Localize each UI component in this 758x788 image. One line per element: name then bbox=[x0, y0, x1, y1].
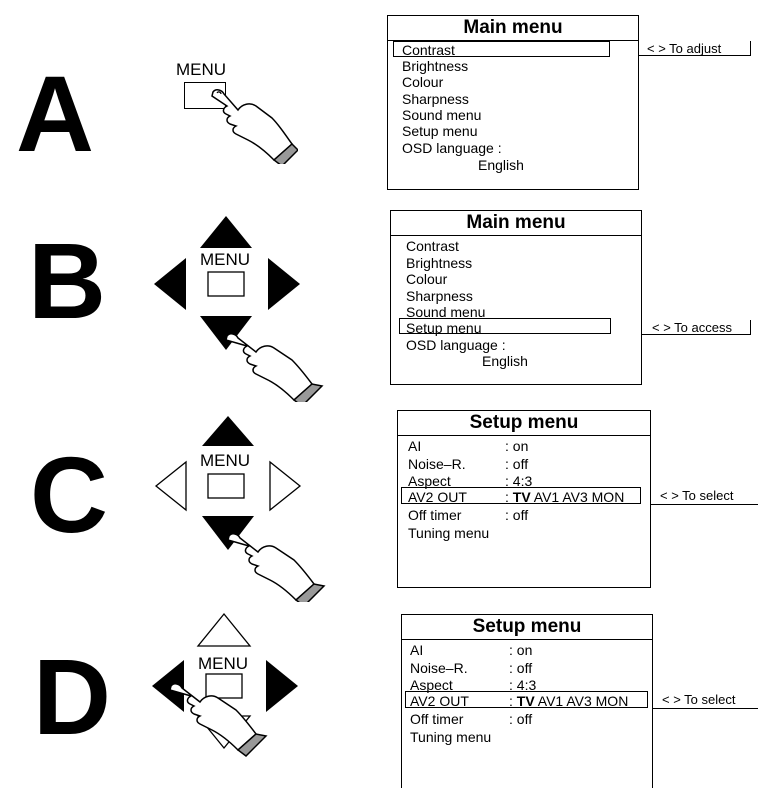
value-options: AV1 AV3 MON bbox=[533, 489, 625, 505]
arrow-up-icon bbox=[202, 416, 254, 446]
setup-item-ai[interactable]: AI bbox=[410, 642, 424, 658]
setup-value-off-timer: : off bbox=[505, 507, 529, 523]
osd-language-value: English bbox=[478, 157, 524, 173]
menu-button-label: MENU bbox=[198, 654, 249, 673]
arrow-right-icon bbox=[268, 258, 300, 310]
step-label-b: B bbox=[28, 220, 106, 341]
setup-item-tuning[interactable]: Tuning menu bbox=[408, 525, 490, 541]
menu-button bbox=[205, 673, 243, 699]
menu-item-sound[interactable]: Sound menu bbox=[402, 107, 482, 123]
menu-button-label: MENU bbox=[200, 451, 251, 470]
menu-button-label: MENU bbox=[176, 60, 227, 79]
selection-highlight bbox=[399, 318, 611, 334]
menu-item-contrast[interactable]: Contrast bbox=[402, 42, 455, 58]
setup-value-av2-out: : TV AV1 AV3 MON bbox=[509, 693, 628, 709]
arrow-left-icon bbox=[154, 258, 186, 310]
menu-item-setup[interactable]: Setup menu bbox=[402, 123, 478, 139]
dpad-b bbox=[154, 216, 300, 350]
pointing-hand-icon bbox=[169, 683, 268, 757]
hint-bracket bbox=[638, 41, 639, 55]
setup-value-noise: : off bbox=[505, 456, 529, 472]
arrow-right-icon bbox=[266, 660, 298, 712]
arrow-down-icon bbox=[202, 516, 254, 550]
value-colon: : bbox=[509, 693, 513, 709]
arrow-up-icon bbox=[196, 612, 252, 647]
hint-bracket bbox=[652, 692, 653, 708]
setup-item-off-timer[interactable]: Off timer bbox=[410, 711, 464, 727]
menu-item-contrast[interactable]: Contrast bbox=[406, 238, 459, 254]
menu-button bbox=[207, 271, 245, 297]
menu-button bbox=[207, 473, 245, 499]
setup-item-av2-out[interactable]: AV2 OUT bbox=[410, 693, 469, 709]
menu-item-colour[interactable]: Colour bbox=[406, 271, 448, 287]
setup-item-off-timer[interactable]: Off timer bbox=[408, 507, 462, 523]
step-label-c: C bbox=[30, 434, 108, 555]
pointing-hand-icon bbox=[227, 533, 326, 602]
step-label-a: A bbox=[16, 53, 94, 174]
osd-title: Setup menu bbox=[398, 411, 650, 436]
value-options: AV1 AV3 MON bbox=[537, 693, 629, 709]
setup-value-aspect: : 4:3 bbox=[509, 677, 537, 693]
selection-highlight bbox=[393, 41, 610, 57]
setup-item-aspect[interactable]: Aspect bbox=[408, 473, 451, 489]
setup-value-av2-out: : TV AV1 AV3 MON bbox=[505, 489, 624, 505]
menu-item-setup[interactable]: Setup menu bbox=[406, 320, 482, 336]
arrow-left-icon bbox=[152, 660, 184, 712]
dpad-c bbox=[154, 416, 302, 550]
arrow-left-icon bbox=[154, 460, 187, 512]
hint-to-access: < > To access bbox=[652, 320, 732, 335]
setup-menu-osd-d: Setup menu AI : on Noise–R. : off Aspect… bbox=[401, 614, 653, 788]
hint-to-select: < > To select bbox=[660, 488, 734, 503]
setup-value-noise: : off bbox=[509, 660, 533, 676]
value-selected: TV bbox=[516, 693, 535, 709]
hint-bracket bbox=[650, 488, 651, 504]
hint-bracket bbox=[638, 55, 751, 56]
setup-value-ai: : on bbox=[505, 438, 529, 454]
setup-value-off-timer: : off bbox=[509, 711, 533, 727]
osd-title: Setup menu bbox=[402, 615, 652, 640]
arrow-up-icon bbox=[200, 216, 252, 248]
arrow-down-icon bbox=[200, 316, 252, 350]
hint-to-select: < > To select bbox=[662, 692, 736, 707]
main-menu-osd-b: Main menu Contrast Brightness Colour Sha… bbox=[390, 210, 642, 385]
menu-item-colour[interactable]: Colour bbox=[402, 74, 444, 90]
menu-item-brightness[interactable]: Brightness bbox=[406, 255, 473, 271]
main-menu-osd-a: Main menu Contrast Brightness Colour Sha… bbox=[387, 15, 639, 190]
menu-item-sound[interactable]: Sound menu bbox=[406, 304, 486, 320]
menu-item-sharpness[interactable]: Sharpness bbox=[402, 91, 469, 107]
hint-bracket bbox=[650, 504, 758, 505]
pointing-hand-icon bbox=[211, 89, 298, 164]
setup-item-aspect[interactable]: Aspect bbox=[410, 677, 453, 693]
hint-bracket bbox=[652, 708, 758, 709]
step-label-d: D bbox=[33, 636, 111, 757]
osd-title: Main menu bbox=[388, 16, 638, 41]
hint-to-adjust: < > To adjust bbox=[647, 41, 722, 56]
menu-button-label: MENU bbox=[200, 250, 251, 269]
setup-item-noise[interactable]: Noise–R. bbox=[410, 660, 468, 676]
setup-item-noise[interactable]: Noise–R. bbox=[408, 456, 466, 472]
menu-item-osd-language[interactable]: OSD language : bbox=[406, 337, 506, 353]
arrow-right-icon bbox=[269, 460, 302, 512]
value-selected: TV bbox=[512, 489, 531, 505]
menu-item-osd-language[interactable]: OSD language : bbox=[402, 140, 502, 156]
osd-language-value: English bbox=[482, 353, 528, 369]
setup-item-ai[interactable]: AI bbox=[408, 438, 422, 454]
menu-item-brightness[interactable]: Brightness bbox=[402, 58, 469, 74]
pointing-hand-icon bbox=[225, 333, 324, 402]
osd-title: Main menu bbox=[391, 211, 641, 236]
hint-bracket bbox=[750, 320, 751, 334]
setup-item-av2-out[interactable]: AV2 OUT bbox=[408, 489, 467, 505]
selection-highlight bbox=[401, 487, 641, 504]
hint-bracket bbox=[641, 334, 751, 335]
setup-item-tuning[interactable]: Tuning menu bbox=[410, 729, 492, 745]
value-colon: : bbox=[505, 489, 509, 505]
setup-value-aspect: : 4:3 bbox=[505, 473, 533, 489]
hint-bracket bbox=[750, 41, 751, 55]
menu-item-sharpness[interactable]: Sharpness bbox=[406, 288, 473, 304]
selection-highlight bbox=[405, 691, 648, 708]
dpad-d bbox=[152, 612, 298, 750]
hint-bracket bbox=[641, 320, 642, 334]
setup-menu-osd-c: Setup menu AI : on Noise–R. : off Aspect… bbox=[397, 410, 651, 588]
setup-value-ai: : on bbox=[509, 642, 533, 658]
